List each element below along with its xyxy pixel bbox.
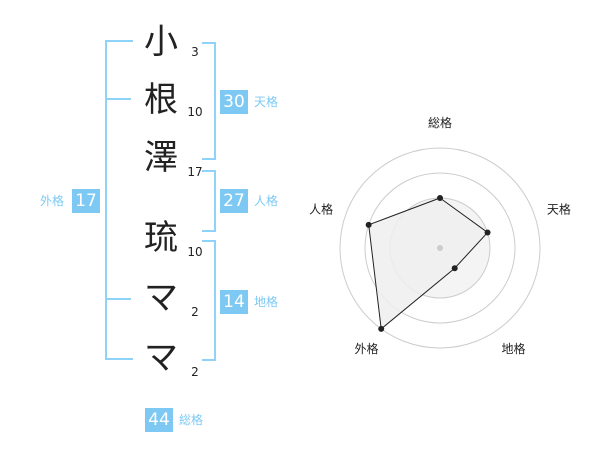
radar-point-2 xyxy=(484,229,491,236)
chikaku-label: 地格 xyxy=(254,295,279,309)
name-char-3: 澤 xyxy=(144,138,178,178)
stroke-count-6: 2 xyxy=(191,365,199,379)
radar-chart: 総格 天格 地格 外格 人格 xyxy=(309,115,571,356)
name-char-1: 小 xyxy=(144,22,178,62)
jinkaku-bracket xyxy=(202,170,216,232)
stroke-count-3: 17 xyxy=(187,165,203,179)
gaikaku-value-badge: 17 xyxy=(72,189,100,213)
gaikaku-bracket-tick-bottom xyxy=(105,298,131,300)
stroke-count-5: 2 xyxy=(191,305,199,319)
name-char-2: 根 xyxy=(144,80,178,120)
radar-point-1 xyxy=(437,195,443,201)
radar-axis-label-2: 天格 xyxy=(547,201,571,216)
radar-point-3 xyxy=(451,265,458,272)
radar-axis-label-3: 地格 xyxy=(501,341,525,356)
tenkaku-label: 天格 xyxy=(254,95,279,109)
tenkaku-value-badge: 30 xyxy=(220,90,248,114)
name-char-5: マ xyxy=(144,278,178,318)
name-char-4: 琉 xyxy=(144,218,178,258)
tenkaku-bracket xyxy=(202,42,216,160)
jinkaku-label: 人格 xyxy=(254,194,279,208)
radar-point-5 xyxy=(365,221,372,228)
radar-ring xyxy=(364,172,516,324)
gaikaku-bracket-tick-top xyxy=(105,98,131,100)
radar-axis-label-1: 総格 xyxy=(428,115,452,130)
chikaku-value-badge: 14 xyxy=(220,290,248,314)
stroke-count-1: 3 xyxy=(191,45,199,59)
radar-point-4 xyxy=(378,325,385,332)
soukaku-label: 総格 xyxy=(179,413,204,427)
jinkaku-value-badge: 27 xyxy=(220,189,248,213)
gaikaku-bracket xyxy=(105,40,133,360)
radar-axis-label-4: 外格 xyxy=(354,341,378,356)
stroke-count-2: 10 xyxy=(187,105,203,119)
soukaku-value-badge: 44 xyxy=(145,408,173,432)
radar-center-dot xyxy=(437,245,443,251)
chikaku-bracket xyxy=(202,240,216,361)
radar-axis-label-5: 人格 xyxy=(309,201,333,216)
stroke-count-4: 10 xyxy=(187,245,203,259)
name-char-6: マ xyxy=(144,338,178,378)
radar-ring xyxy=(339,147,541,349)
gaikaku-label: 外格 xyxy=(40,194,65,208)
radar-polygon xyxy=(368,197,489,330)
